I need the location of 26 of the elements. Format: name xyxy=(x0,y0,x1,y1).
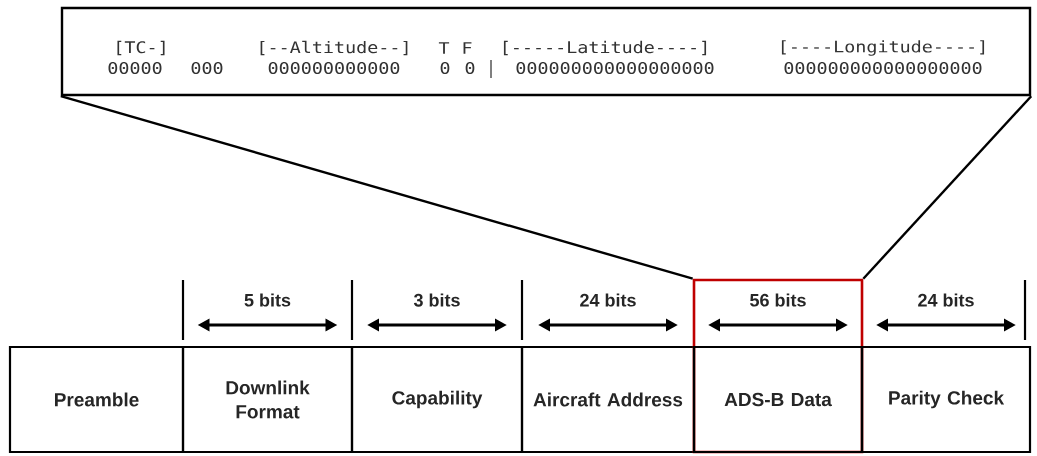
field-label: 000000000000000000 xyxy=(516,61,714,75)
field-cell: Preamble xyxy=(8,345,185,454)
field-label: [-----Latitude----] xyxy=(503,40,707,56)
field-label: [--Altitude--] xyxy=(260,40,408,56)
field-label: F xyxy=(463,42,472,54)
bit-count-label: 5 bits xyxy=(244,293,291,307)
field-label: [----Longitude----] xyxy=(781,40,985,56)
field-label: [TC-] xyxy=(117,40,165,56)
field-cell: ADS-B Data xyxy=(692,345,864,454)
bit-count-label: 56 bits xyxy=(750,293,806,307)
field-cell: Downlink Format xyxy=(181,345,354,454)
zoom-line xyxy=(862,95,1033,280)
zoom-line xyxy=(60,95,694,280)
field-label: 0 xyxy=(440,61,450,75)
field-label: 000 xyxy=(191,61,223,75)
bit-count-label: 3 bits xyxy=(413,293,460,307)
field-cell: Capability xyxy=(350,345,524,454)
field-cell: Aircraft Address xyxy=(520,345,696,454)
bit-count-label: 24 bits xyxy=(580,293,636,307)
field-label: 00000 xyxy=(108,61,162,75)
bit-count-label: 24 bits xyxy=(918,293,974,307)
field-label: T xyxy=(438,42,450,54)
field-cell: Parity Check xyxy=(860,345,1032,454)
field-label: 000000000000000000 xyxy=(784,61,982,75)
field-label: 000000000000 xyxy=(268,61,400,75)
field-label: 0 xyxy=(465,61,475,75)
